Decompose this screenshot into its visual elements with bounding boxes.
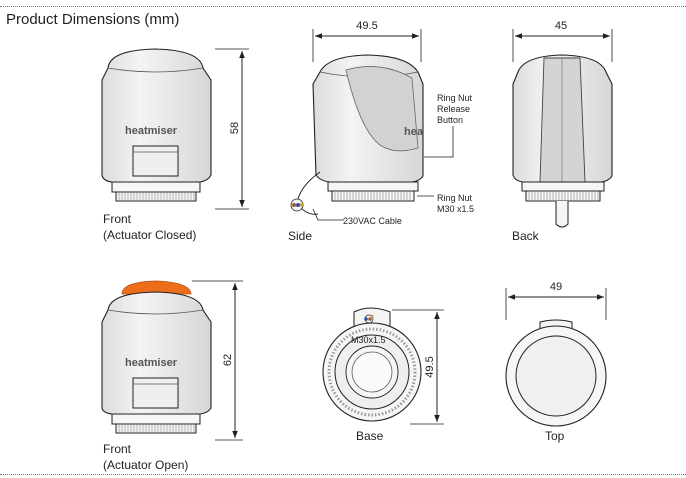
cable-label: 230VAC Cable (343, 216, 402, 226)
front-open-label: Front (103, 442, 132, 456)
ring-ridges (334, 192, 411, 200)
dimension-62: 62 (222, 354, 234, 366)
dimension-49-top: 49 (550, 281, 562, 293)
ring-release-label-1: Ring Nut (437, 93, 473, 103)
front-open-sublabel: (Actuator Open) (103, 458, 188, 472)
dimension-49-5-base: 49.5 (424, 356, 436, 377)
ring-ridges (118, 425, 195, 432)
top-view: 49 Top (505, 281, 607, 443)
back-view: 45 Back (512, 20, 613, 243)
base-label: Base (356, 429, 384, 443)
ring-release-label-2: Release (437, 104, 470, 114)
ring-nut-label-1: Ring Nut (437, 193, 473, 203)
brand-logo-text: heatmiser (125, 125, 178, 137)
ring-ridges (528, 192, 599, 200)
orange-cap (121, 280, 192, 295)
ring-nut-label-2: M30 x1.5 (437, 204, 474, 214)
front-open-view: heatmiser 62 Front (Actuator Open) (101, 280, 243, 472)
dimension-49-5-side: 49.5 (356, 20, 377, 32)
base-view: M30x1.5 49.5 Base (322, 307, 444, 443)
ring-ridges (118, 193, 195, 200)
side-view: 49.5 hea 230VAC Cable Ring Nut Release B… (288, 20, 474, 243)
top-divider (0, 6, 686, 7)
page-title: Product Dimensions (mm) (6, 11, 180, 28)
top-label: Top (545, 429, 565, 443)
thread-label: M30x1.5 (351, 335, 386, 345)
brand-logo-partial: hea (404, 126, 424, 138)
dimension-58: 58 (229, 122, 241, 134)
front-closed-label: Front (103, 212, 132, 226)
brand-logo-text-open: heatmiser (125, 357, 178, 369)
bottom-divider (0, 474, 686, 475)
front-closed-view: heatmiser 58 Front (Actuator Closed) (101, 48, 249, 242)
side-label: Side (288, 229, 312, 243)
dimension-45: 45 (555, 20, 567, 32)
back-label: Back (512, 229, 540, 243)
ring-release-label-3: Button (437, 115, 463, 125)
front-closed-sublabel: (Actuator Closed) (103, 228, 196, 242)
